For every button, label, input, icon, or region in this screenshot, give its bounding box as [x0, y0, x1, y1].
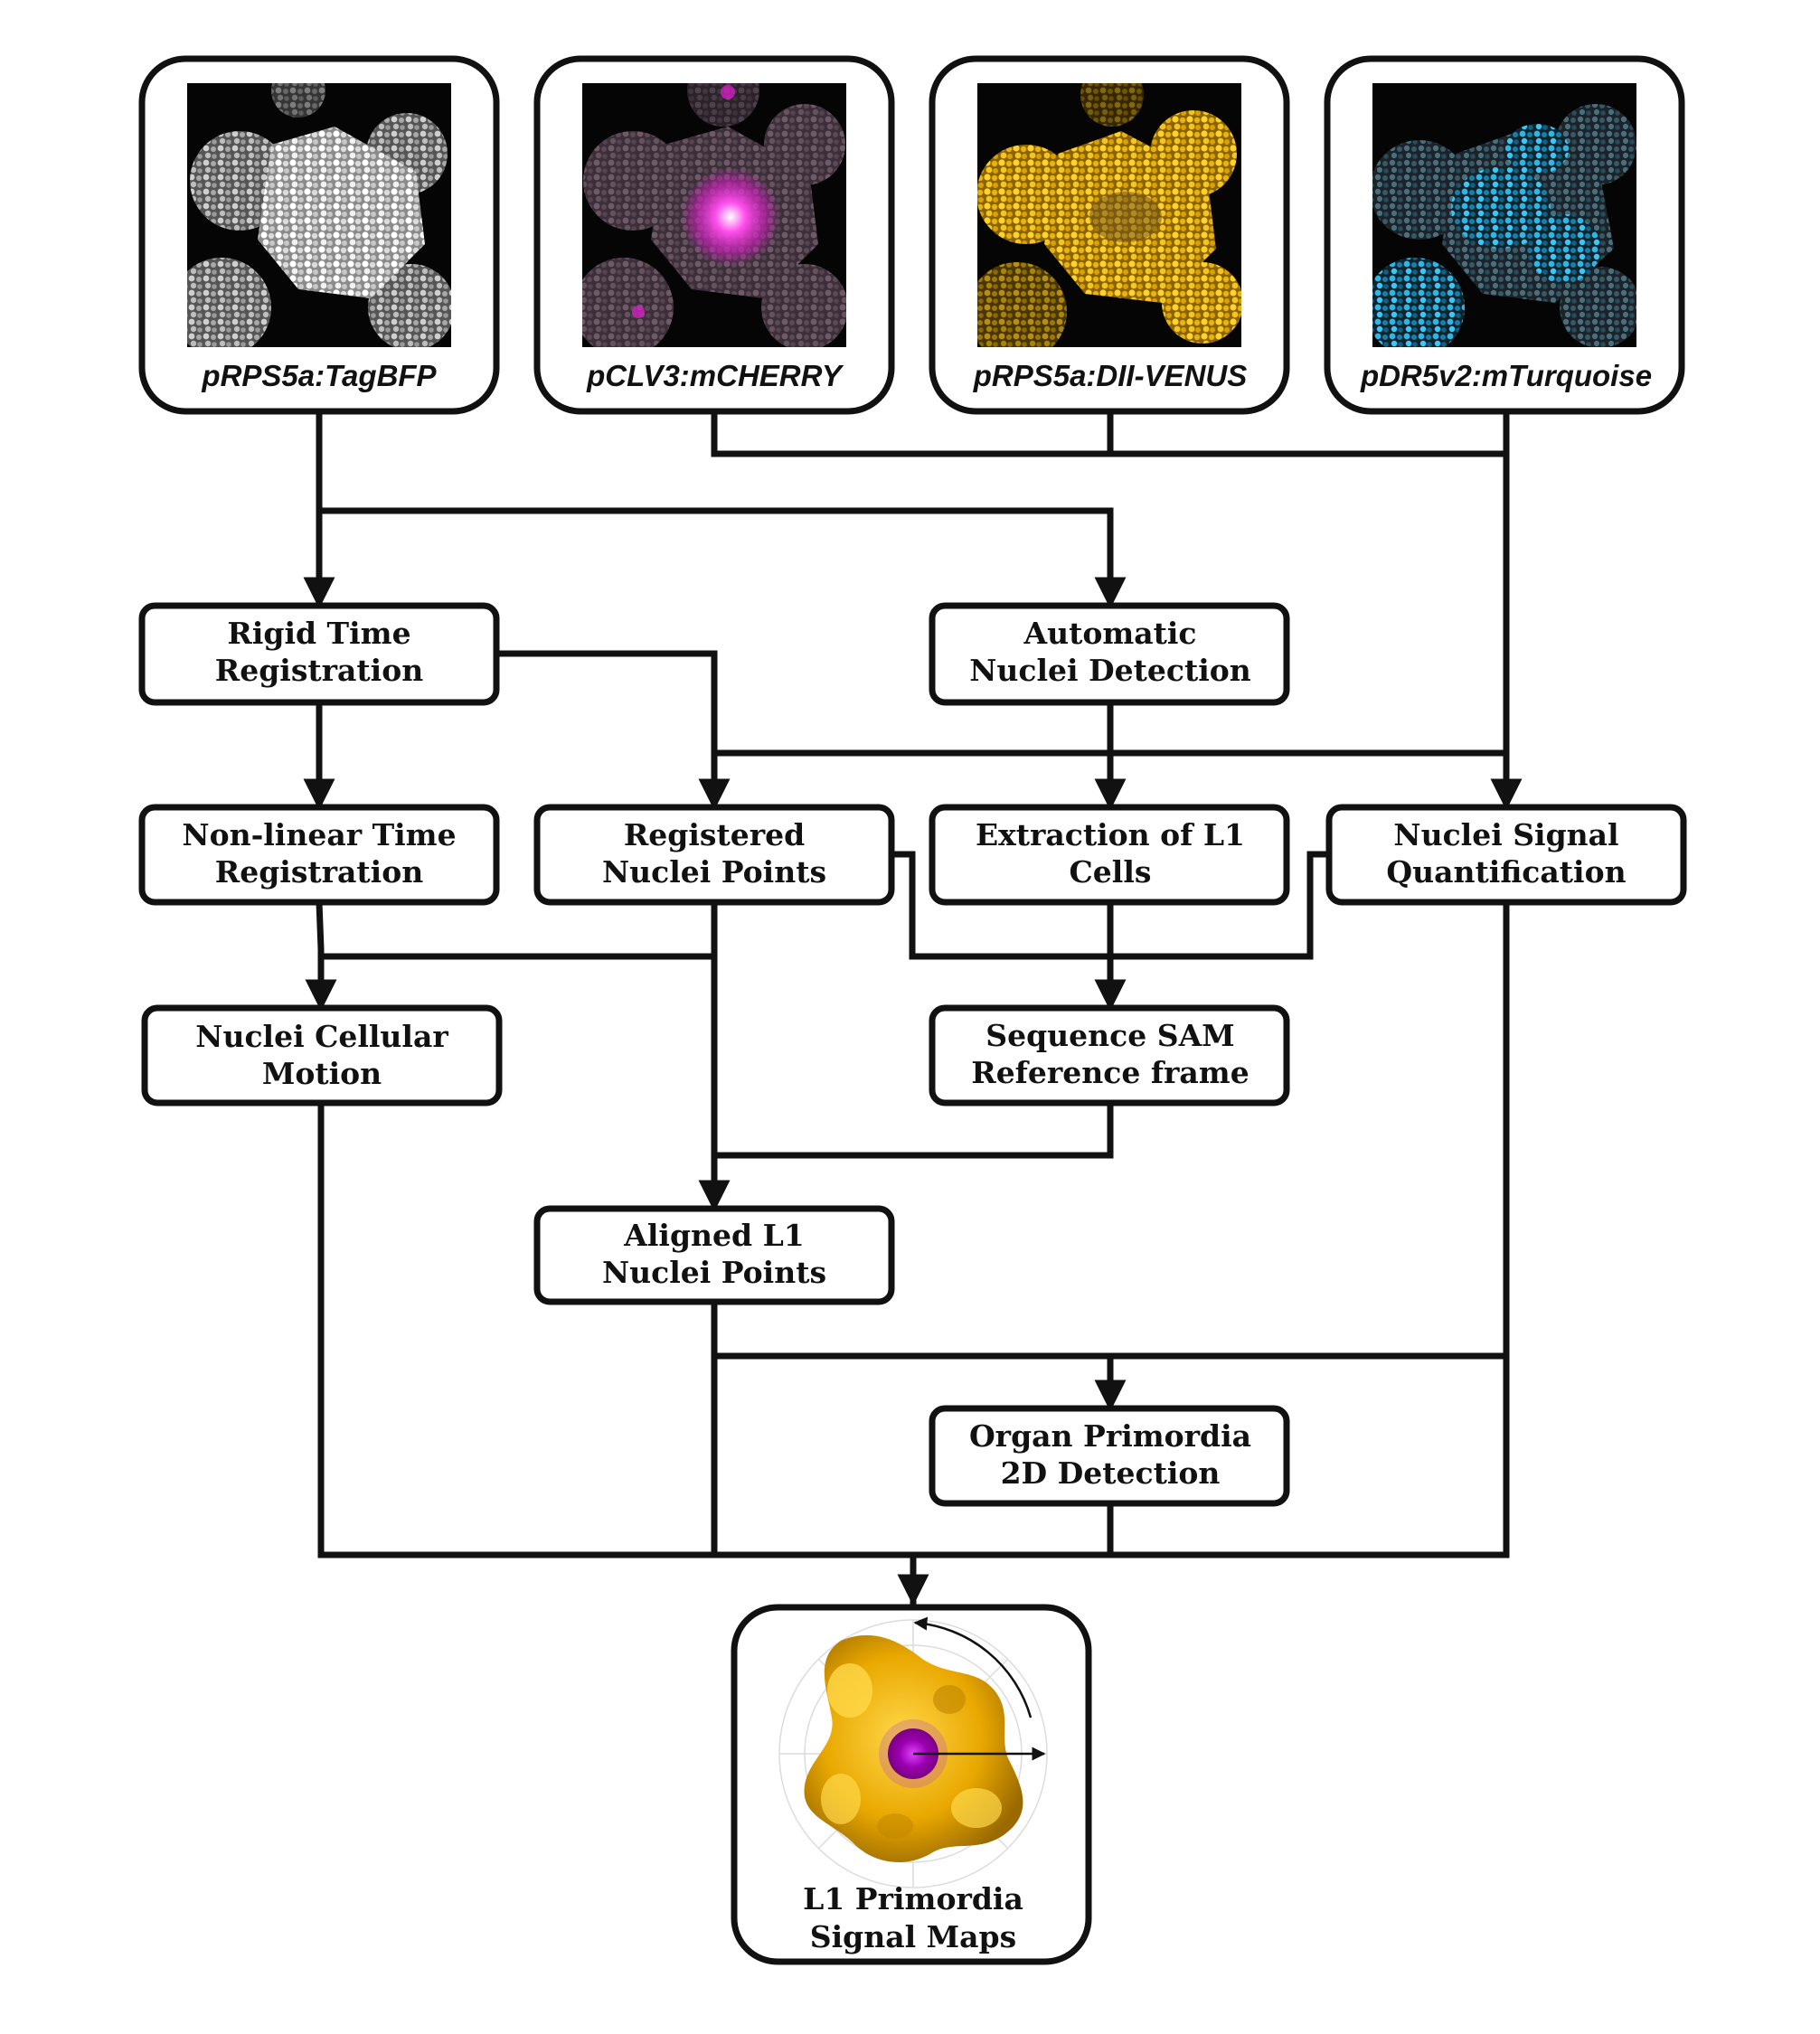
step-box — [533, 804, 895, 906]
step-extraction-of-l1-cells: Extraction of L1 Cells — [929, 804, 1290, 906]
step-label-line2: Nuclei Points — [602, 1255, 826, 1290]
step-label-line2: Quantification — [1386, 854, 1626, 890]
edge-nonlinear-to-motion — [305, 899, 337, 1012]
step-box — [929, 804, 1290, 906]
step-label-line2: Nuclei Detection — [969, 653, 1251, 688]
step-box — [1325, 804, 1687, 906]
step-label-line1: Registered — [624, 817, 805, 852]
edge-rigid-to-registered — [493, 650, 731, 811]
step-label-line2: Reference frame — [971, 1055, 1249, 1090]
caption-venus: pRPS5a:DII-VENUS — [973, 359, 1248, 392]
step-label-line2: 2D Detection — [1001, 1455, 1221, 1491]
step-label-line1: Organ Primordia — [969, 1418, 1251, 1454]
step-nuclei-signal-quantification: Nuclei Signal Quantification — [1325, 804, 1687, 906]
output-title-line2: Signal Maps — [810, 1919, 1016, 1954]
caption-turquoise: pDR5v2:mTurquoise — [1360, 359, 1652, 392]
step-label-line1: Automatic — [1023, 616, 1196, 651]
step-label-line2: Registration — [215, 854, 423, 890]
step-sequence-sam-reference-frame: Sequence SAM Reference frame — [929, 1004, 1290, 1106]
step-box — [141, 1004, 503, 1106]
edge-reporters-join — [711, 408, 1510, 457]
step-box — [533, 1205, 895, 1305]
step-label-line1: Extraction of L1 — [976, 817, 1245, 852]
step-label-line1: Nuclei Signal — [1393, 817, 1618, 852]
step-label-line2: Cells — [1070, 854, 1152, 890]
step-rigid-time-registration: Rigid Time Registration — [138, 602, 500, 706]
edge-sequence-to-aligned — [711, 1099, 1114, 1159]
step-label-line2: Registration — [215, 653, 423, 688]
output-title-line1: L1 Primordia — [803, 1881, 1023, 1916]
step-label-line1: Rigid Time — [227, 616, 410, 651]
step-box — [929, 1004, 1290, 1106]
step-label-line1: Aligned L1 — [623, 1218, 804, 1253]
step-label-line2: Nuclei Points — [602, 854, 826, 890]
output-panel-signal-maps: L1 Primordia Signal Maps — [731, 1604, 1092, 1965]
step-aligned-l1-nuclei-points: Aligned L1 Nuclei Points — [533, 1205, 895, 1305]
step-registered-nuclei-points: Registered Nuclei Points — [533, 804, 895, 906]
step-organ-primordia-2d-detection: Organ Primordia 2D Detection — [929, 1405, 1290, 1507]
caption-mcherry: pCLV3:mCHERRY — [586, 359, 844, 392]
edge-tagbfp-to-detection — [316, 507, 1127, 609]
step-label-line2: Motion — [262, 1056, 382, 1091]
step-nonlinear-time-registration: Non-linear Time Registration — [138, 804, 500, 906]
step-box — [138, 804, 500, 906]
microscopy-image-tagbfp — [187, 83, 451, 347]
microscopy-image-mcherry — [582, 83, 846, 347]
step-box — [929, 1405, 1290, 1507]
step-automatic-nuclei-detection: Automatic Nuclei Detection — [929, 602, 1290, 706]
image-panel-venus: pRPS5a:DII-VENUS — [929, 55, 1290, 415]
step-label-line1: Sequence SAM — [985, 1018, 1234, 1053]
caption-tagbfp: pRPS5a:TagBFP — [201, 359, 437, 392]
microscopy-image-venus — [977, 83, 1241, 347]
step-nuclei-cellular-motion: Nuclei Cellular Motion — [141, 1004, 503, 1106]
microscopy-image-turquoise — [1372, 83, 1636, 347]
connector-lines — [303, 408, 1523, 1606]
step-box — [929, 602, 1290, 706]
step-label-line1: Nuclei Cellular — [195, 1019, 448, 1054]
image-panel-turquoise: pDR5v2:mTurquoise — [1324, 55, 1685, 415]
image-panel-tagbfp: pRPS5a:TagBFP — [138, 55, 500, 415]
signal-map-graphic — [778, 1616, 1048, 1888]
step-box — [138, 602, 500, 706]
rotation-arc-arrow — [913, 1616, 1033, 1719]
image-panel-mcherry: pCLV3:mCHERRY — [533, 55, 895, 415]
step-label-line1: Non-linear Time — [182, 817, 456, 852]
